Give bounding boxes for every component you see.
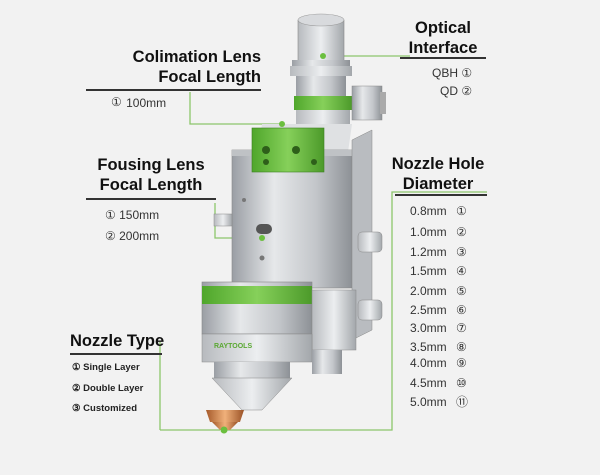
- focusing-underline: [86, 198, 216, 200]
- option-number: ①: [461, 66, 473, 80]
- option-number: ⑨: [456, 356, 467, 370]
- colimation-title: Colimation Lens Focal Length: [86, 47, 261, 87]
- option-number: ①: [72, 362, 81, 373]
- option-text: QD: [440, 84, 458, 98]
- nozzle-type-underline: [70, 353, 162, 355]
- option-number: ⑧: [456, 340, 467, 354]
- option-text: 1.5mm: [410, 264, 447, 278]
- side-fitting: [351, 85, 386, 121]
- main-body: [201, 124, 383, 374]
- option-text: 2.0mm: [410, 284, 447, 298]
- nozzle-hole-underline: [395, 194, 487, 196]
- option-number: ②: [72, 383, 81, 394]
- option-number: ⑤: [456, 284, 467, 298]
- option-text: Customized: [83, 403, 138, 414]
- brand-label: RAYTOOLS: [214, 343, 252, 350]
- option-text: 100mm: [126, 96, 167, 110]
- nozzle-type-title: Nozzle Type: [70, 332, 165, 350]
- option-number: ①: [456, 204, 467, 218]
- nozzle-type-option-2: ② Double Layer: [72, 383, 143, 394]
- colimation-title-line2: Focal Length: [158, 68, 261, 86]
- option-text: 2.5mm: [410, 303, 447, 317]
- option-number: ②: [461, 84, 473, 98]
- option-text: 3.0mm: [410, 321, 447, 335]
- focusing-option-1: ① 150mm: [105, 208, 159, 223]
- option-text: 1.0mm: [410, 225, 447, 239]
- option-text: Single Layer: [83, 362, 140, 373]
- option-number: ②: [456, 225, 467, 239]
- nozzle-hole-title: Nozzle Hole Diameter: [388, 154, 488, 194]
- nozzle-hole-option: 3.5mm ⑧: [410, 340, 467, 355]
- option-text: Double Layer: [83, 383, 144, 394]
- nozzle-hole-title-line1: Nozzle Hole: [391, 155, 485, 173]
- colimation-underline: [86, 89, 261, 91]
- optical-option-1: QBH ①: [432, 66, 472, 81]
- optical-title-line1: Optical: [415, 19, 471, 37]
- optical-underline: [400, 57, 486, 59]
- focusing-title-line1: Fousing Lens: [97, 156, 205, 174]
- option-text: 200mm: [119, 229, 160, 243]
- nozzle-hole-option: 5.0mm ⑪: [410, 395, 468, 410]
- option-number: ③: [72, 403, 81, 414]
- colimation-option: ① 100mm: [110, 96, 166, 111]
- option-number: ③: [456, 245, 467, 259]
- nozzle-hole-option: 2.5mm ⑥: [410, 303, 467, 318]
- nozzle-hole-option: 3.0mm ⑦: [410, 321, 467, 336]
- focusing-option-2: ② 200mm: [105, 229, 159, 244]
- colimation-dot: [279, 121, 285, 127]
- nozzle-hole-option: 2.0mm ⑤: [410, 284, 467, 299]
- option-number: ⑪: [456, 395, 469, 409]
- optical-dot: [320, 53, 326, 59]
- nozzle-hole-leader: [226, 191, 487, 431]
- option-text: 0.8mm: [410, 204, 447, 218]
- option-number: ④: [456, 264, 467, 278]
- option-text: 3.5mm: [410, 340, 447, 354]
- optical-connector: [290, 13, 352, 124]
- nozzle-type-option-1: ① Single Layer: [72, 362, 140, 373]
- optical-title: Optical Interface: [398, 18, 488, 58]
- focusing-title: Fousing Lens Focal Length: [86, 155, 216, 195]
- option-text: 150mm: [119, 208, 160, 222]
- option-number: ⑥: [456, 303, 467, 317]
- nozzle-hole-title-line2: Diameter: [402, 175, 474, 193]
- colimation-leader: [189, 92, 282, 125]
- option-number: ⑦: [456, 321, 467, 335]
- nozzle-cone: [206, 362, 293, 430]
- option-number: ①: [111, 95, 122, 109]
- nozzle-hole-option: 4.0mm ⑨: [410, 356, 467, 371]
- option-number: ⑩: [456, 376, 467, 390]
- focusing-title-line2: Focal Length: [99, 176, 203, 194]
- nozzle-dot: [220, 426, 228, 434]
- colimation-title-line1: Colimation Lens: [132, 48, 261, 66]
- option-text: 4.5mm: [410, 376, 447, 390]
- nozzle-hole-option: 0.8mm ①: [410, 204, 467, 219]
- option-text: 4.0mm: [410, 356, 447, 370]
- option-number: ①: [105, 208, 116, 222]
- optical-option-2: QD ②: [440, 84, 472, 99]
- option-text: 1.2mm: [410, 245, 447, 259]
- option-text: 5.0mm: [410, 395, 447, 409]
- focusing-dot: [259, 235, 265, 241]
- nozzle-type-option-3: ③ Customized: [72, 403, 137, 414]
- option-number: ②: [105, 229, 116, 243]
- nozzle-hole-option: 1.2mm ③: [410, 245, 467, 260]
- nozzle-hole-option: 1.5mm ④: [410, 264, 467, 279]
- nozzle-hole-option: 4.5mm ⑩: [410, 376, 467, 391]
- option-text: QBH: [432, 66, 459, 80]
- optical-title-line2: Interface: [408, 39, 478, 57]
- nozzle-hole-option: 1.0mm ②: [410, 225, 467, 240]
